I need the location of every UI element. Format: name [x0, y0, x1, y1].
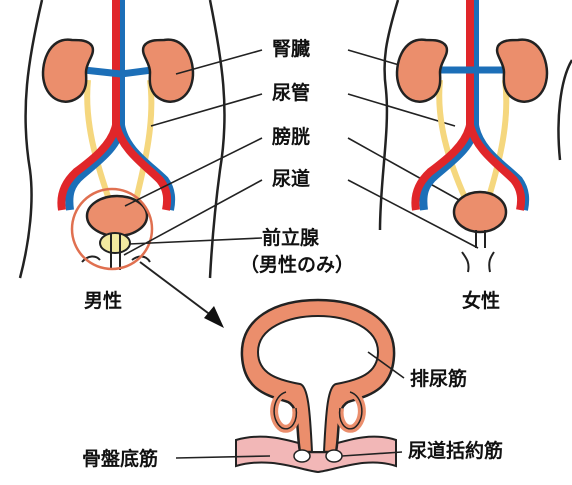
male-prostate	[100, 233, 130, 253]
male-renal-vein-left	[84, 70, 121, 74]
label-detrusor: 排尿筋	[410, 370, 467, 389]
label-pelvic-floor: 骨盤底筋	[82, 450, 158, 469]
zoomed-bladder	[236, 300, 396, 472]
male-ureter-right	[134, 80, 151, 208]
female-figure	[380, 0, 572, 272]
label-bladder: 膀胱	[272, 128, 310, 147]
sphincter-left	[294, 450, 310, 462]
label-sphincter: 尿道括約筋	[408, 442, 503, 461]
male-figure	[20, 0, 225, 278]
label-male: 男性	[84, 292, 122, 311]
sphincter-right	[326, 450, 342, 462]
zoom-pointer-line	[140, 262, 212, 316]
female-ureter-right	[488, 80, 506, 200]
label-kidney: 腎臓	[272, 40, 310, 59]
label-prostate: 前立腺	[262, 229, 319, 248]
label-prostate-note: （男性のみ）	[240, 256, 354, 275]
female-bladder	[454, 192, 506, 232]
female-pelvis-mark	[462, 252, 494, 272]
male-body-right-outline	[210, 0, 225, 278]
male-body-left-outline	[20, 0, 42, 278]
label-urethra: 尿道	[272, 170, 310, 189]
male-renal-vein-right	[121, 70, 152, 74]
female-body-left-outline	[380, 0, 398, 230]
female-body-right-outline	[559, 60, 572, 160]
label-female: 女性	[462, 292, 500, 311]
zoom-arrow	[204, 306, 224, 328]
female-artery	[415, 0, 470, 210]
male-bladder	[87, 196, 147, 236]
label-ureter: 尿管	[272, 84, 310, 103]
